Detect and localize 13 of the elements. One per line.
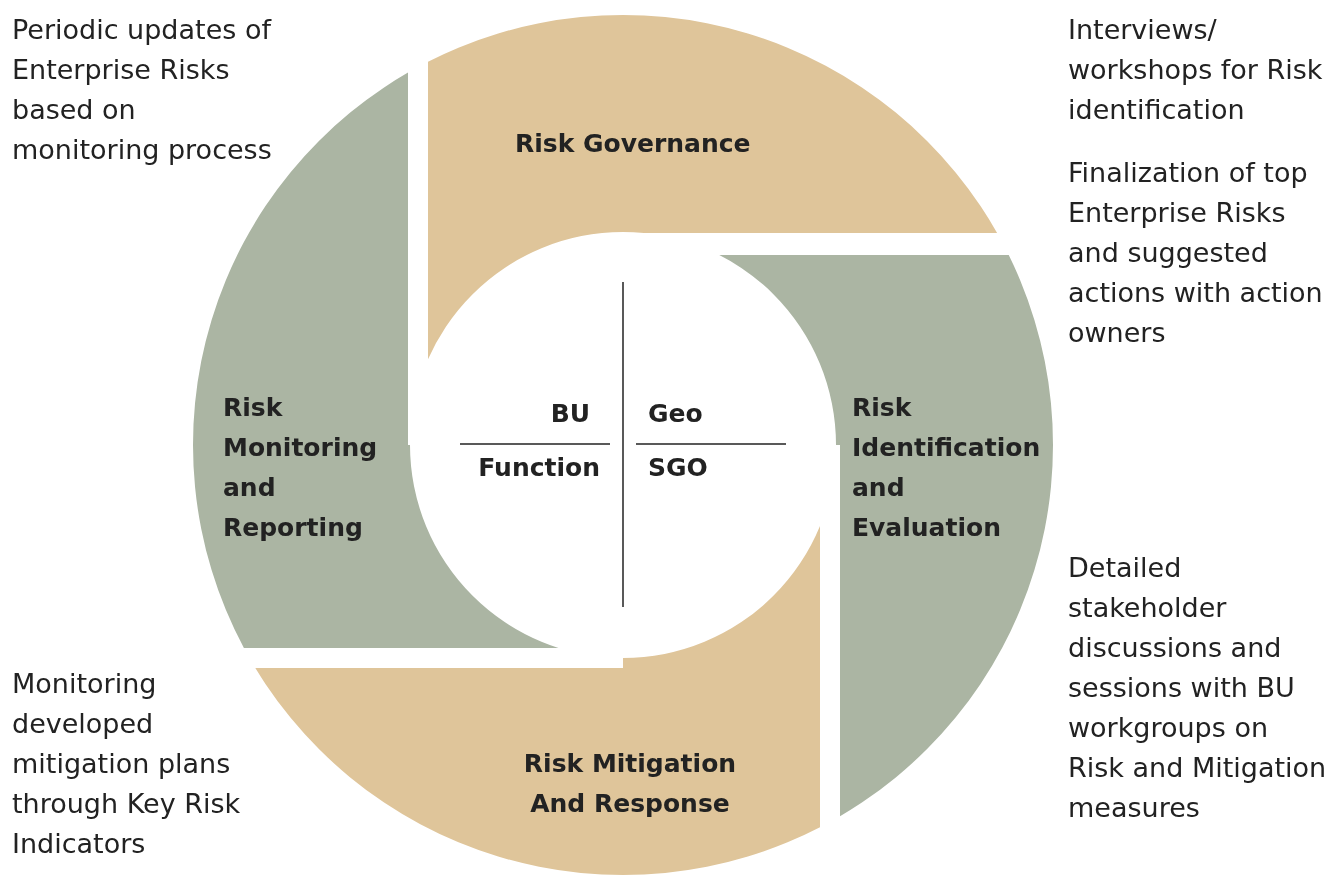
segment-label: Risk Governance	[515, 128, 752, 160]
quadrant-label: BU	[549, 398, 590, 430]
quadrant-label: SGO	[648, 452, 709, 484]
quadrant-label: Function	[477, 452, 600, 484]
segment-label: Risk Monitoring and Reporting	[223, 392, 379, 544]
annotation-text: Monitoring developed mitigation plans through Key Risk Indicators	[12, 667, 242, 861]
segment-label: Risk Mitigation And Response	[522, 748, 738, 820]
annotation-text: Detailed stakeholder discussions and sessions with BU workgroups on Risk and Mitigation measures	[1068, 551, 1328, 825]
annotation-text: Interviews/ workshops for Risk identification	[1068, 13, 1324, 127]
quadrant-label: Geo	[648, 398, 704, 430]
annotation-text: Periodic updates of Enterprise Risks based on monitoring process	[12, 13, 273, 167]
annotation-text: Finalization of top Enterprise Risks and suggested actions with action owners	[1068, 156, 1324, 350]
segment-label: Risk Identification and Evaluation	[852, 392, 1042, 544]
